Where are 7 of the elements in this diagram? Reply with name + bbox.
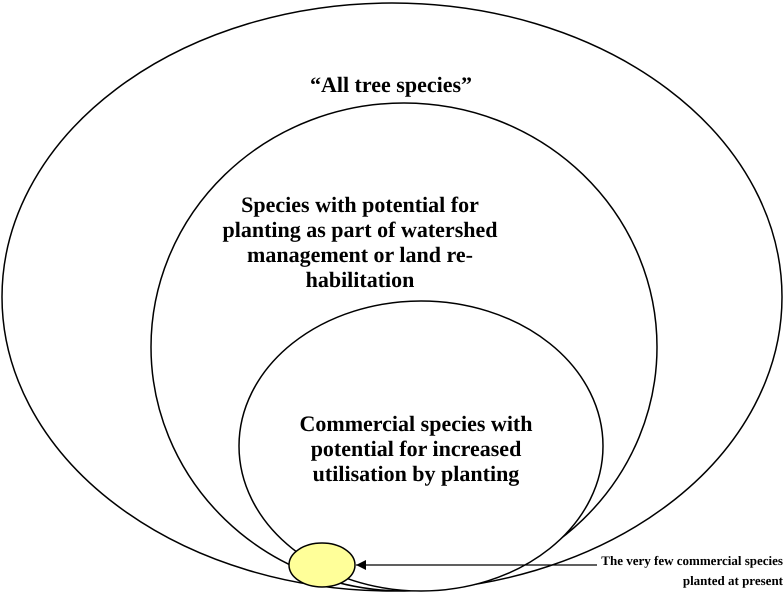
arrow [356, 560, 597, 570]
callout-text: The very few commercial species planted at present [600, 552, 783, 590]
ellipse-outline [288, 542, 356, 588]
region-label: Commercial species with potential for increased utilisation by planting [298, 411, 534, 486]
region-label: Species with potential for planting as part of watershed management or land re-habilitation [221, 192, 498, 292]
ellipse-outline [1, 2, 783, 592]
region-label: “All tree species” [308, 72, 474, 97]
